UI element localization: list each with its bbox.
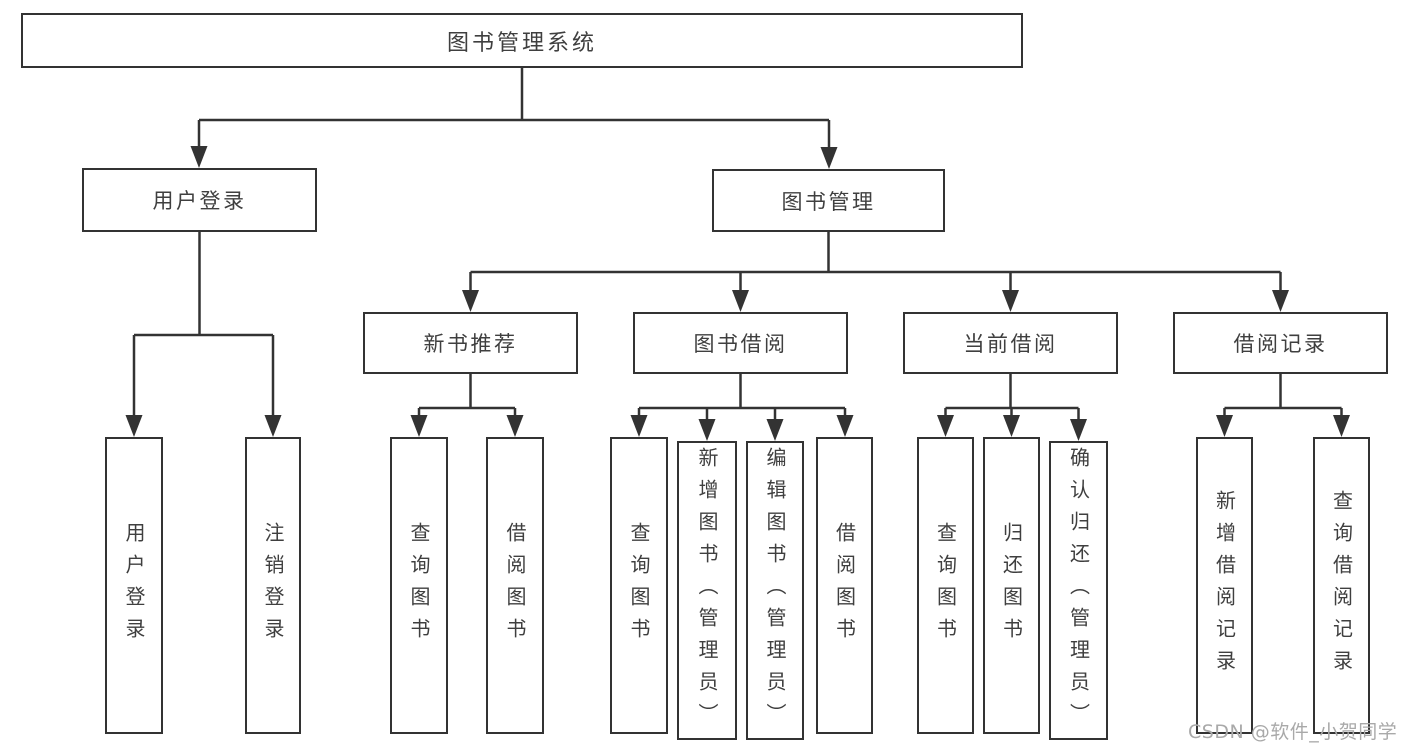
node-label: 新增图书（管理员） <box>695 446 719 735</box>
node-label: 图书借阅 <box>693 332 788 356</box>
node-label: 用户登录 <box>152 189 247 213</box>
node-library-management-system: 图书管理系统 <box>21 13 1023 68</box>
node-label: 查询图书 <box>407 521 431 650</box>
edge-currentborrow-children <box>944 374 1080 421</box>
leaf-query-borrow-record: 查询借阅记录 <box>1313 437 1370 734</box>
leaf-query-books-2: 查询图书 <box>610 437 668 734</box>
node-label: 借阅记录 <box>1233 332 1328 356</box>
leaf-user-login: 用户登录 <box>105 437 163 734</box>
node-label: 查询图书 <box>933 521 958 650</box>
node-current-borrow: 当前借阅 <box>903 312 1118 374</box>
leaf-logout: 注销登录 <box>245 437 301 734</box>
leaf-edit-books-admin: 编辑图书（管理员） <box>746 441 804 740</box>
node-label: 用户登录 <box>122 521 146 650</box>
node-label: 注销登录 <box>261 521 285 650</box>
node-new-book-recommend: 新书推荐 <box>363 312 578 374</box>
leaf-add-borrow-record: 新增借阅记录 <box>1196 437 1253 734</box>
leaf-borrow-books-2: 借阅图书 <box>816 437 873 734</box>
leaf-confirm-return-admin: 确认归还（管理员） <box>1049 441 1108 740</box>
edge-userlogin-children <box>132 232 275 417</box>
edge-root-children <box>197 68 831 149</box>
node-label: 借阅图书 <box>503 521 527 650</box>
edge-newbook-children <box>417 374 517 417</box>
edge-bookmgmt-children <box>469 232 1282 292</box>
node-label: 图书管理 <box>781 189 876 214</box>
node-label: 当前借阅 <box>963 332 1058 356</box>
node-label: 查询借阅记录 <box>1329 489 1354 682</box>
node-borrow-records: 借阅记录 <box>1173 312 1388 374</box>
node-label: 确认归还（管理员） <box>1066 446 1091 735</box>
node-label: 借阅图书 <box>832 521 857 650</box>
arrowheads <box>125 146 1350 441</box>
leaf-add-books-admin: 新增图书（管理员） <box>677 441 737 740</box>
node-book-management: 图书管理 <box>712 169 945 232</box>
leaf-query-books-1: 查询图书 <box>390 437 448 734</box>
node-label: 新书推荐 <box>423 332 518 356</box>
edge-records-children <box>1223 374 1343 417</box>
leaf-return-books: 归还图书 <box>983 437 1040 734</box>
leaf-borrow-books-1: 借阅图书 <box>486 437 544 734</box>
node-label: 归还图书 <box>999 521 1024 650</box>
node-label: 新增借阅记录 <box>1212 489 1237 682</box>
edge-bookborrow-children <box>637 374 847 421</box>
node-label: 编辑图书（管理员） <box>763 446 787 735</box>
node-label: 图书管理系统 <box>446 30 597 56</box>
node-book-borrow: 图书借阅 <box>633 312 848 374</box>
node-user-login: 用户登录 <box>82 168 317 232</box>
node-label: 查询图书 <box>627 521 651 650</box>
leaf-query-books-3: 查询图书 <box>917 437 974 734</box>
